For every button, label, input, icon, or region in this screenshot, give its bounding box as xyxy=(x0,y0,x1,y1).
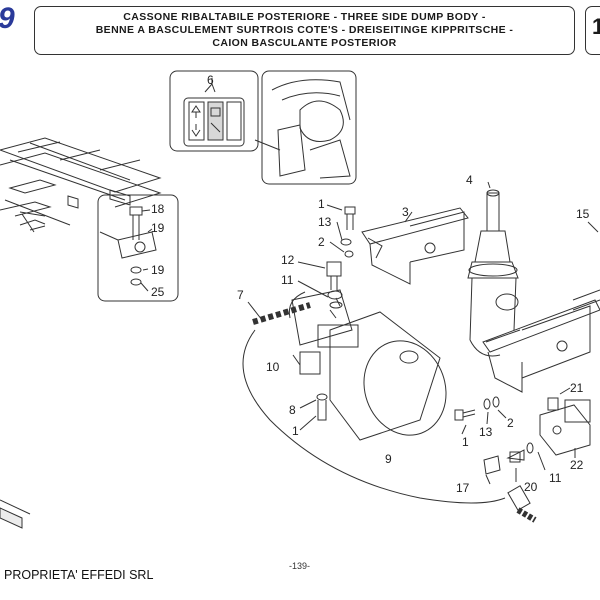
callout-22: 22 xyxy=(570,458,584,472)
callout-1-left: 1 xyxy=(292,424,299,438)
pump-tank-drawing xyxy=(288,289,447,441)
hydraulic-cylinder-drawing xyxy=(467,181,521,357)
bolt-top-drawing xyxy=(326,204,356,258)
callout-2-top: 2 xyxy=(318,235,325,249)
bracket-right-drawing xyxy=(482,221,600,393)
callout-7: 7 xyxy=(237,288,244,302)
plate-number: 9 xyxy=(0,2,15,36)
callout-20: 20 xyxy=(524,480,538,494)
bolt-bottom-drawing xyxy=(454,396,507,435)
bolt-detail-drawing xyxy=(97,194,179,302)
callout-21: 21 xyxy=(570,381,584,395)
callout-18: 18 xyxy=(151,202,165,216)
callout-11-bottom: 11 xyxy=(549,471,562,485)
callout-25: 25 xyxy=(151,285,165,299)
callout-8: 8 xyxy=(289,403,296,417)
hose-drawing xyxy=(242,301,537,523)
copyright-owner: PROPRIETA' EFFEDI SRL xyxy=(4,568,154,582)
callout-19a: 19 xyxy=(151,221,165,235)
callout-10: 10 xyxy=(266,360,280,374)
cab-interior-drawing xyxy=(254,70,357,185)
callout-17: 17 xyxy=(456,481,470,495)
title-line-2: BENNE A BASCULEMENT SURTROIS COTE'S - DR… xyxy=(95,24,514,36)
callout-19b: 19 xyxy=(151,263,165,277)
chassis-frame-drawing xyxy=(0,137,162,233)
callout-12: 12 xyxy=(281,253,295,267)
callout-1-bottom: 1 xyxy=(462,435,469,449)
title-line-1: CASSONE RIBALTABILE POSTERIORE - THREE S… xyxy=(123,11,486,23)
reference-box xyxy=(585,6,600,55)
title-line-3: CAION BASCULANTE POSTERIOR xyxy=(212,37,397,49)
callout-1-top: 1 xyxy=(318,197,325,211)
callout-9: 9 xyxy=(385,452,392,466)
reference-number: 1 xyxy=(592,14,600,39)
callout-4: 4 xyxy=(466,173,473,187)
callout-11: 11 xyxy=(281,273,294,287)
valve-block-drawing xyxy=(539,387,591,458)
screw-8-drawing xyxy=(299,393,328,431)
callout-2-bottom: 2 xyxy=(507,416,514,430)
fitting-12-drawing xyxy=(297,261,343,309)
callout-13-top: 13 xyxy=(318,215,332,229)
switch-panel-drawing xyxy=(169,70,259,152)
fittings-bottom-drawing xyxy=(483,442,546,511)
page-number: -139- xyxy=(289,561,311,571)
callout-13-bottom: 13 xyxy=(479,425,493,439)
title-box: CASSONE RIBALTABILE POSTERIORE - THREE S… xyxy=(34,6,575,55)
bracket-left-drawing xyxy=(361,207,469,285)
shim-drawing xyxy=(0,499,31,529)
callout-3: 3 xyxy=(402,205,409,219)
callout-switch-panel: 6 xyxy=(207,73,214,87)
callout-15: 15 xyxy=(576,207,590,221)
